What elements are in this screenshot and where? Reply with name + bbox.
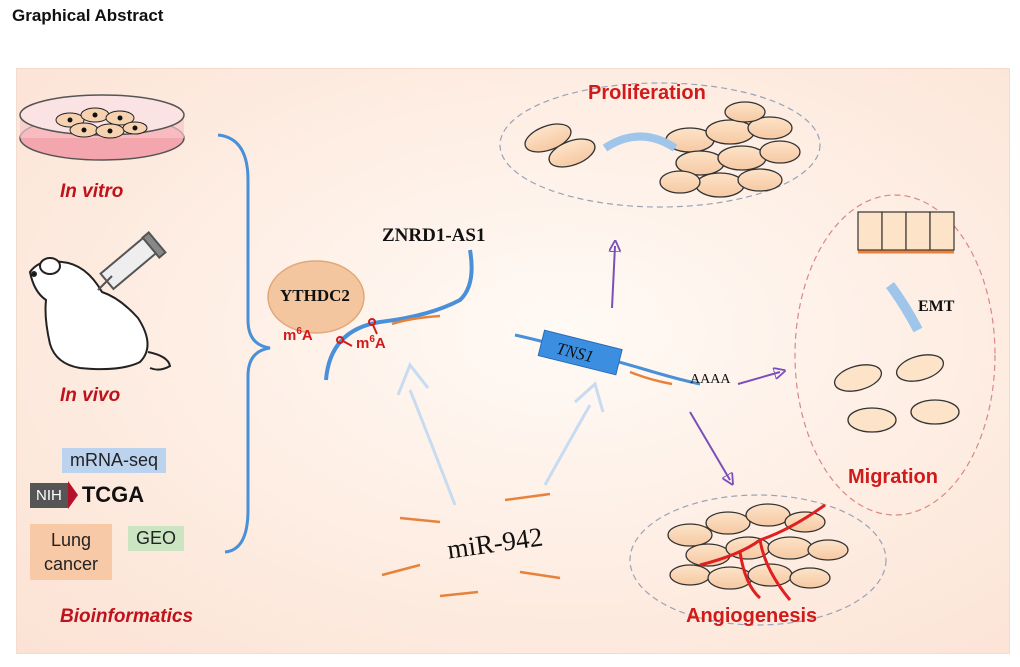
migration-label: Migration <box>848 466 938 488</box>
page-title: Graphical Abstract <box>12 6 164 25</box>
mir-binding-arrows <box>396 362 605 506</box>
migration-region <box>794 194 996 516</box>
lung-cancer-chip: Lung cancer <box>30 524 113 580</box>
lung-line: Lung <box>50 530 92 550</box>
znrd1-as1-label: ZNRD1-AS1 <box>382 225 486 246</box>
proliferation-label: Proliferation <box>588 82 706 104</box>
tns1-box <box>537 329 623 376</box>
emt-label: EMT <box>918 298 955 315</box>
mirna-strands <box>381 492 561 598</box>
angiogenesis-cells <box>667 503 849 590</box>
emt-arrow <box>885 282 923 333</box>
mrna-seq-chip: mRNA-seq <box>62 448 167 473</box>
epithelial-cells-icon <box>857 211 955 251</box>
ythdc2-protein <box>267 260 365 334</box>
tns1-bound-mirna <box>629 370 673 386</box>
angiogenesis-label: Angiogenesis <box>686 605 818 627</box>
proliferation-region <box>499 82 821 208</box>
migrating-cells <box>833 354 960 433</box>
polya-tail-label: AAAA <box>690 372 731 387</box>
in-vitro-label: In vitro <box>60 181 124 202</box>
angiogenesis-region <box>629 494 887 626</box>
bioinformatics-label: Bioinformatics <box>60 606 194 627</box>
m6a-label-2: m6A <box>356 334 386 352</box>
m6a-marker-icon <box>336 318 378 347</box>
m6a-label-1: m6A <box>283 326 313 344</box>
proliferation-cells <box>524 101 801 198</box>
nih-label: NIH <box>30 482 68 508</box>
petri-dish-icon <box>19 94 185 161</box>
ythdc2-label: YTHDC2 <box>280 286 350 305</box>
mouse-syringe-icon <box>28 231 172 371</box>
nih-tcga-logo: NIH TCGA <box>30 481 144 509</box>
tcga-label: TCGA <box>81 482 145 507</box>
tns1-mrna-strand <box>514 333 701 386</box>
geo-chip: GEO <box>128 526 185 551</box>
cancer-line: cancer <box>44 554 99 574</box>
in-vivo-label: In vivo <box>60 385 121 406</box>
left-brace <box>217 133 271 554</box>
blood-vessel-icon <box>699 503 826 601</box>
outcome-arrows <box>612 246 780 480</box>
proliferation-arrow <box>602 132 678 152</box>
bound-mirna <box>391 314 441 326</box>
nih-arrow-icon <box>67 481 78 509</box>
